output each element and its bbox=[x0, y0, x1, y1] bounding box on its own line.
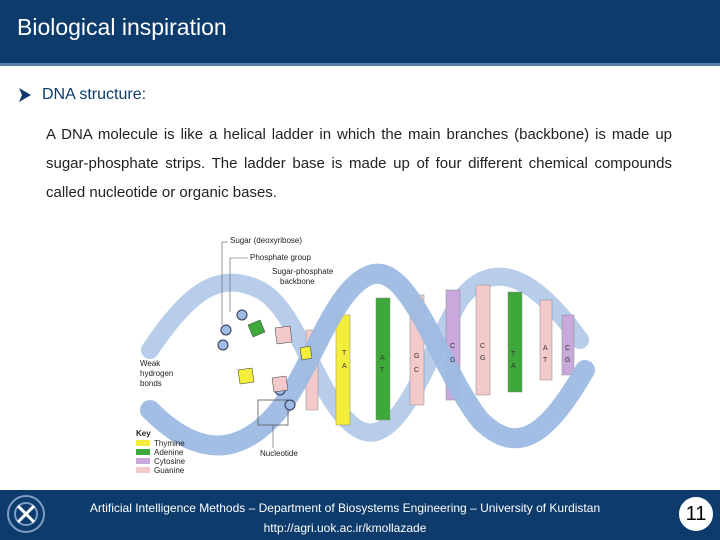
svg-text:A: A bbox=[511, 363, 516, 370]
svg-text:A: A bbox=[342, 363, 347, 370]
helix-front-strand bbox=[140, 263, 595, 456]
label-weak-3: bonds bbox=[140, 379, 162, 388]
key-label-cytosine: Cytosine bbox=[154, 457, 186, 466]
key-label-thymine: Thymine bbox=[154, 439, 185, 448]
svg-text:T: T bbox=[380, 367, 385, 374]
svg-text:C: C bbox=[480, 343, 485, 350]
svg-text:A: A bbox=[380, 355, 385, 362]
label-nucleotide: Nucleotide bbox=[260, 449, 298, 458]
svg-text:C: C bbox=[450, 343, 455, 350]
svg-text:G: G bbox=[450, 357, 455, 364]
bullet-row: DNA structure: bbox=[18, 86, 146, 104]
key-legend: Thymine Adenine Cytosine Guanine bbox=[136, 439, 186, 475]
label-weak-2: hydrogen bbox=[140, 369, 173, 378]
svg-text:G: G bbox=[414, 353, 419, 360]
key-label-adenine: Adenine bbox=[154, 448, 184, 457]
footer-url: http://agri.uok.ac.ir/kmollazade bbox=[263, 521, 427, 535]
svg-text:T: T bbox=[342, 350, 347, 357]
label-backbone-2: backbone bbox=[280, 277, 315, 286]
svg-text:C: C bbox=[414, 367, 419, 374]
key-swatch-thymine bbox=[136, 440, 150, 446]
university-logo-icon bbox=[7, 495, 45, 533]
svg-text:T: T bbox=[543, 357, 548, 364]
rung-6 bbox=[507, 291, 523, 393]
small-bases bbox=[237, 319, 313, 393]
rung-7 bbox=[539, 299, 553, 381]
key-swatch-cytosine bbox=[136, 458, 150, 464]
svg-text:T: T bbox=[511, 351, 516, 358]
title-bar: Biological inspiration bbox=[0, 0, 720, 66]
key-swatch-adenine bbox=[136, 449, 150, 455]
body-paragraph: A DNA molecule is like a helical ladder … bbox=[46, 126, 672, 201]
rung-1 bbox=[335, 314, 351, 426]
rung-5 bbox=[475, 284, 491, 396]
footer-course-text: Artificial Intelligence Methods – Depart… bbox=[89, 501, 601, 515]
svg-text:G: G bbox=[480, 355, 485, 362]
footer-bar: Artificial Intelligence Methods – Depart… bbox=[0, 490, 720, 540]
key-label-guanine: Guanine bbox=[154, 466, 185, 475]
key-swatch-guanine bbox=[136, 467, 150, 473]
label-weak-1: Weak bbox=[140, 359, 161, 368]
svg-text:G: G bbox=[565, 357, 570, 364]
svg-text:A: A bbox=[543, 345, 548, 352]
helix-back-strand bbox=[141, 267, 589, 442]
slide-title: Biological inspiration bbox=[17, 14, 227, 40]
base-letters: T A A T G C C G C G T A A T C G bbox=[342, 343, 570, 374]
dna-figure: T A A T G C C G C G T A A T C G Sugar (d… bbox=[136, 236, 595, 475]
rung-8 bbox=[561, 314, 575, 376]
label-phosphate: Phosphate group bbox=[250, 253, 311, 262]
key-title: Key bbox=[136, 429, 151, 438]
bullet-heading: DNA structure: bbox=[42, 86, 147, 103]
label-backbone-1: Sugar-phosphate bbox=[272, 267, 334, 276]
page-number-badge: 11 bbox=[677, 495, 715, 533]
arrow-bullet-icon bbox=[19, 88, 31, 102]
rung-2 bbox=[375, 297, 391, 421]
svg-text:C: C bbox=[565, 345, 570, 352]
label-sugar: Sugar (deoxyribose) bbox=[230, 236, 302, 245]
